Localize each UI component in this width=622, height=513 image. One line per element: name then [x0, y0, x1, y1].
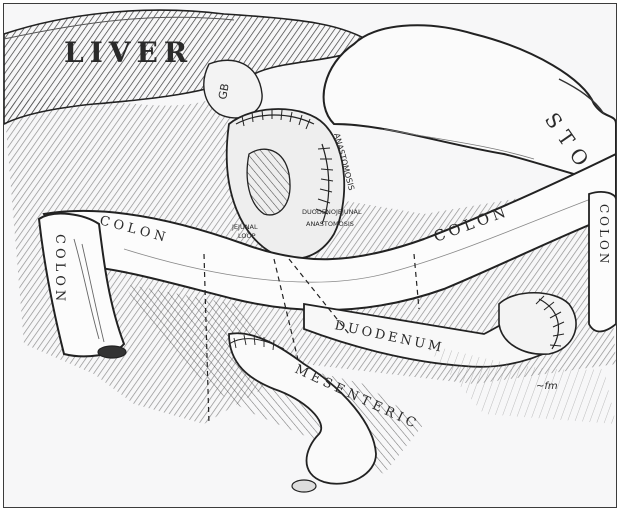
colon-left-label: COLON: [52, 234, 67, 305]
illustration-frame: LIVER STOMACH GB ANASTOMOSIS DUOD: [3, 3, 617, 508]
jejunal-label: JEJUNAL: [231, 223, 258, 231]
gallbladder-label: GB: [216, 82, 232, 100]
surgical-anatomy-drawing: LIVER STOMACH GB ANASTOMOSIS DUOD: [4, 4, 616, 507]
descending-colon: COLON: [589, 192, 616, 332]
colon-right-label: COLON: [597, 204, 611, 266]
jejunal-loop-label: LOOP: [238, 232, 256, 240]
artist-signature: ~fm: [536, 381, 558, 392]
anastomosis-label: ANASTOMOSIS: [306, 220, 354, 228]
liver-label: LIVER: [64, 36, 193, 69]
duodenojejunal-label: DUODENOJEJUNAL: [302, 208, 362, 216]
